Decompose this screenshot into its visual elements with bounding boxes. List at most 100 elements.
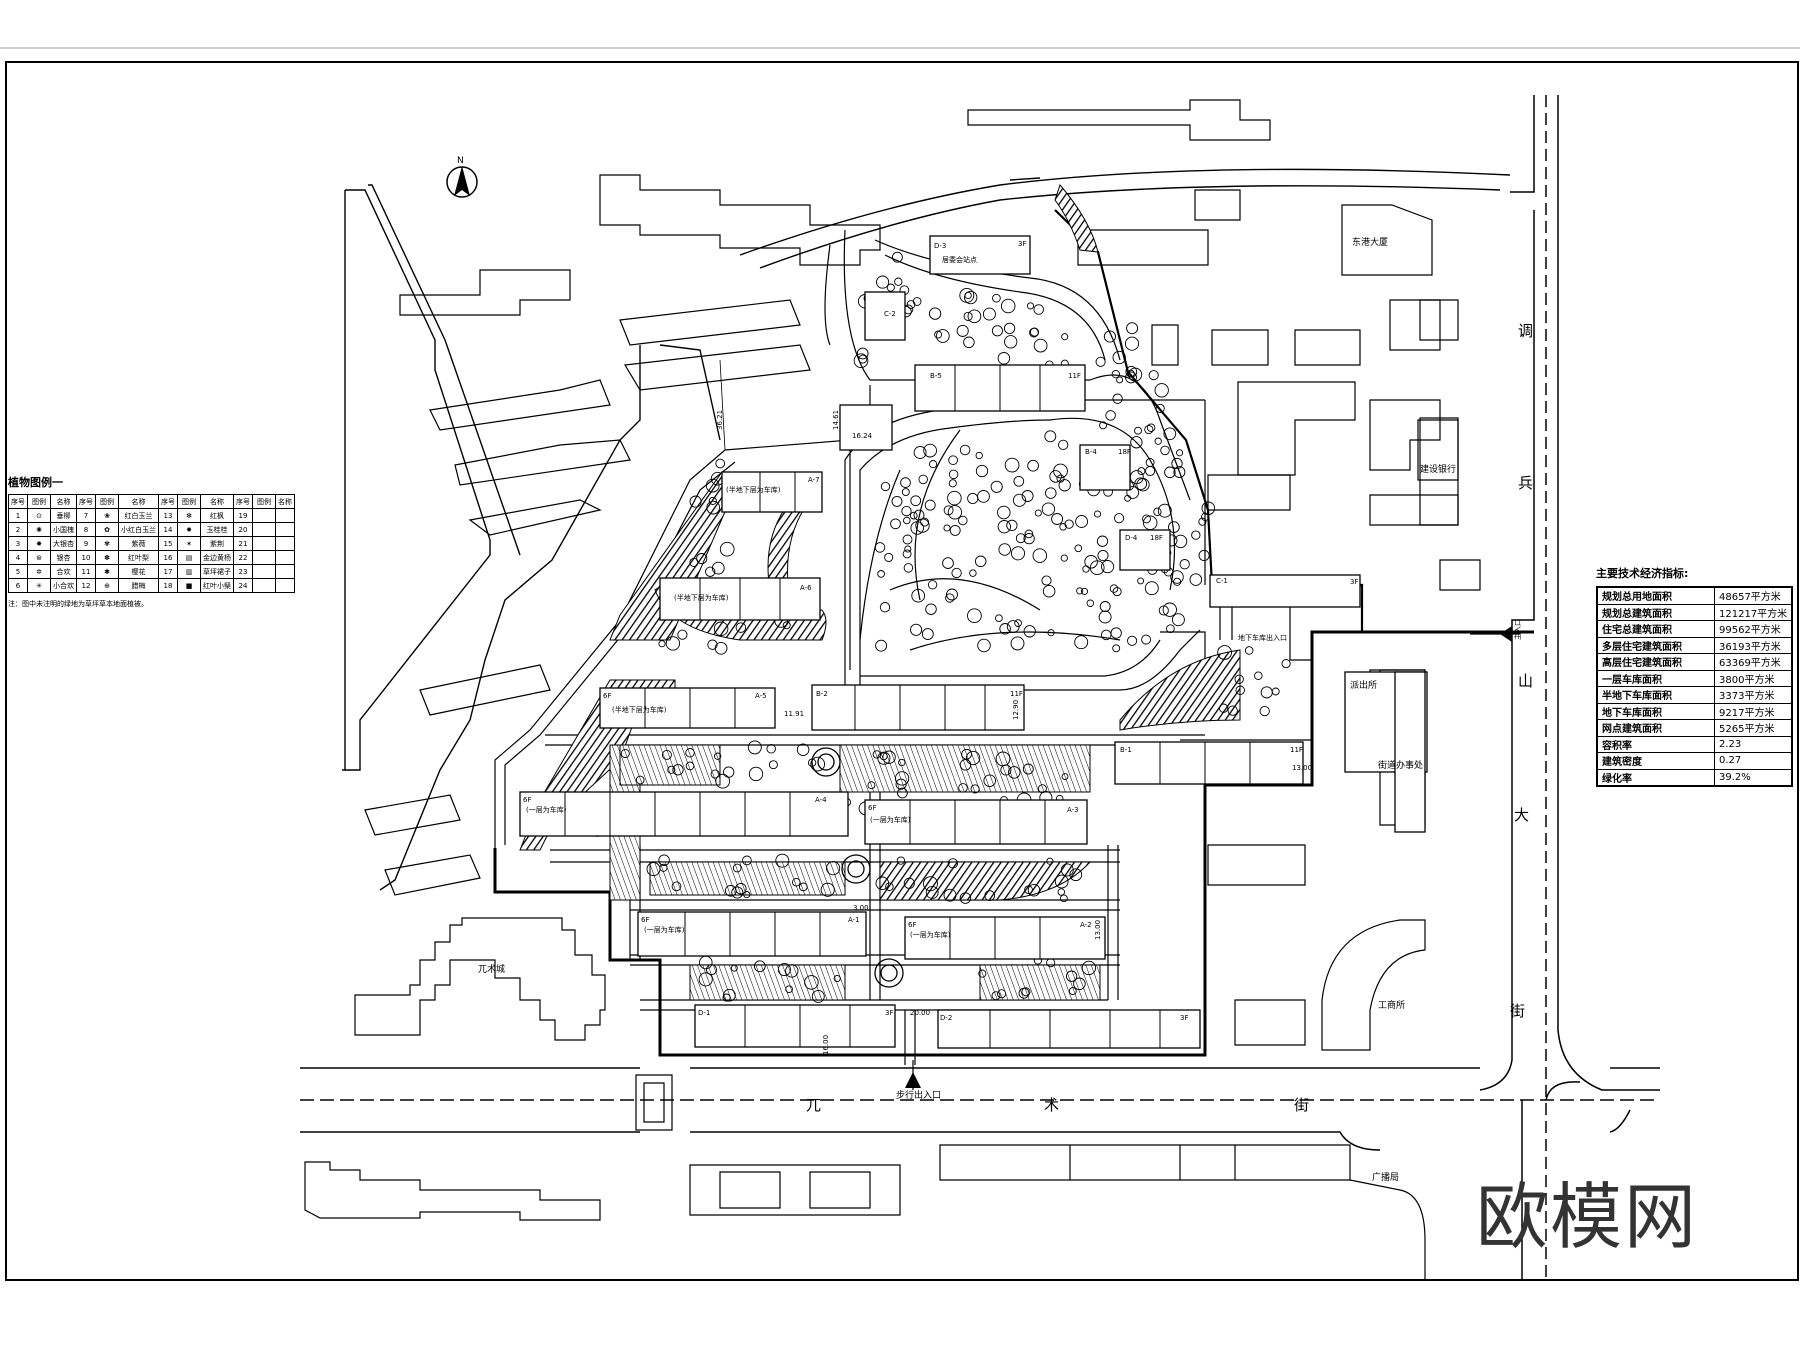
street-names: 兀 术 街 调 兵 山 大 街 [806,322,1533,1114]
legend-row: 2✺小国槐 8✿小红白玉兰 14✹玉桂桂 20 [8,522,295,537]
tree-symbol [918,474,928,485]
tree-symbol [920,517,930,527]
tree-symbol [1217,645,1232,660]
tree-symbol [1042,584,1056,598]
tree-symbol [1173,577,1182,586]
east-street-char-4: 大 [1514,806,1529,824]
floor-a2: 6F [908,921,916,929]
tree-symbol [768,760,778,770]
tree-symbol [958,783,968,793]
tree-symbol [1124,494,1132,502]
tree-symbol [1112,393,1123,404]
east-street-char-1: 调 [1518,322,1533,340]
tree-symbol [635,775,645,785]
entrance-markers [719,359,1520,1090]
place-station: 居委会站点 [942,255,977,264]
tree-symbol [1198,549,1210,561]
tree-symbol [742,855,752,866]
floor-b5: 11F [1068,372,1081,380]
indicator-key: 规划总建筑面积 [1596,603,1715,621]
tree-symbol [1012,493,1027,507]
tree-symbol [974,555,987,568]
tree-symbol [1027,883,1041,897]
label-d4: D-4 [1125,534,1138,542]
east-street-char-2: 兵 [1518,474,1533,492]
tree-symbol [1096,535,1109,547]
building-b2 [811,684,1025,731]
label-a1: A-1 [848,916,860,924]
tree-symbol [1114,513,1125,524]
tree-symbol [661,749,672,760]
tree-symbol [820,882,835,897]
tree-symbol [714,641,728,655]
tree-symbol [991,991,1001,1001]
indicator-value: 0.27 [1714,752,1793,770]
tree-symbol [1103,330,1116,343]
floor-d3: 3F [1018,240,1026,248]
indicator-key: 地下车库面积 [1596,702,1715,720]
legend-row: 1⊙垂柳 7❀红白玉兰 13✻红枫 19 [8,508,295,523]
tree-symbol [947,858,959,869]
round-plazas [811,747,904,988]
tree-symbol [1124,336,1140,351]
tree-symbol [798,882,808,892]
tree-symbol [1023,625,1036,638]
indicator-value: 3373平方米 [1714,686,1793,704]
tree-symbol [1142,514,1151,524]
indicator-value: 48657平方米 [1714,586,1793,605]
tree-symbol [901,505,912,517]
label-c2: C-2 [884,310,896,318]
building-b1 [1114,741,1304,785]
tree-symbol [706,964,717,976]
tree-symbol [1244,646,1254,655]
tree-symbol [1029,327,1039,338]
tree-symbol [984,890,996,901]
tree-symbol [1254,671,1263,680]
note-a5: (半地下层为车库) [612,705,667,714]
tree-symbol [1013,475,1025,487]
tree-symbol [1073,977,1086,991]
tree-symbol [900,477,911,488]
tree-clusters [557,251,1291,1003]
label-d3: D-3 [934,242,946,250]
tree-symbol [1084,555,1098,569]
tree-symbol [990,480,1003,493]
label-b4: B-4 [1085,448,1097,456]
tree-symbol [911,588,926,603]
tree-symbol [826,861,841,876]
tree-symbol [782,621,791,630]
tree-symbol [1116,376,1124,384]
residential-buildings [519,235,1428,1049]
building-street-office [1394,671,1426,833]
south-street-char-3: 街 [1294,1096,1309,1114]
label-d1: D-1 [698,1009,710,1017]
indicator-key: 高层住宅建筑面积 [1596,653,1715,671]
tree-symbol [1026,302,1035,310]
tree-symbol [735,622,747,633]
floor-b1: 11F [1290,746,1303,754]
nw-road [342,168,1511,891]
tree-symbol [1093,510,1102,518]
tree-symbol [948,455,958,466]
tree-symbol [877,751,891,765]
legend-row: 5✲合欢 11✱樱花 17▥草坪裙子 23 [8,564,295,579]
tree-symbol [1010,546,1026,561]
indicator-value: 36193平方米 [1714,636,1793,654]
tree-symbol [967,309,982,324]
tree-symbol [1112,644,1121,653]
place-police: 派出所 [1350,679,1377,691]
tree-symbol [856,347,869,360]
tree-symbol [947,490,962,506]
tree-symbol [1021,987,1031,997]
tree-symbol [1014,619,1022,627]
tree-symbol [959,759,972,771]
label-a4: A-4 [815,796,827,804]
tree-symbol [963,311,973,321]
tree-symbol [1065,970,1078,982]
indicator-key: 一层车库面积 [1596,669,1715,687]
drawing-frame [5,61,1799,1281]
